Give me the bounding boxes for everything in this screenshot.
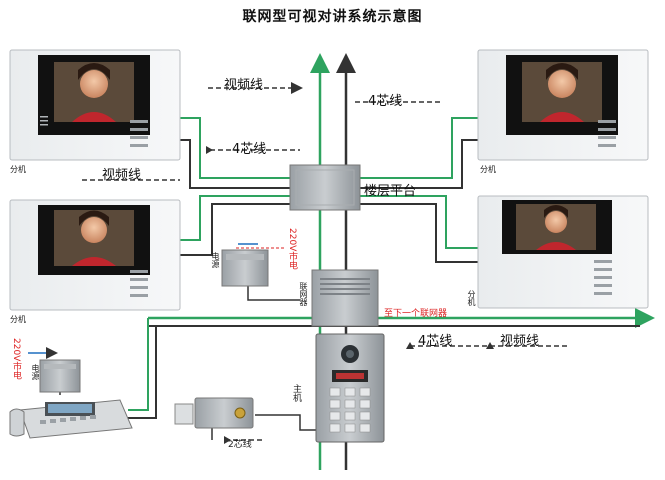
label-power-left: 电源 bbox=[31, 364, 40, 380]
power-supply-box bbox=[221, 249, 269, 287]
label-networker: 联网器 bbox=[299, 282, 308, 306]
floor-platform-box bbox=[289, 164, 361, 211]
wires-bottom-left bbox=[180, 195, 300, 256]
label-floor-platform: 楼层平台 bbox=[364, 184, 417, 199]
label-video-line-left: 视频线 bbox=[102, 168, 142, 183]
label-to-next-networker: 至下一个联网器 bbox=[384, 309, 448, 319]
label-extension-top-right: 分机 bbox=[480, 165, 496, 174]
wires-top-left bbox=[180, 117, 300, 189]
label-four-core-bus: 4芯线 bbox=[418, 334, 453, 349]
door-station bbox=[315, 333, 385, 443]
network-bus bbox=[128, 308, 655, 419]
label-extension-top-left: 分机 bbox=[10, 165, 26, 174]
lock-wiring bbox=[211, 414, 318, 440]
diagram-title: 联网型可视对讲系统示意图 bbox=[242, 9, 423, 25]
extension-top-left bbox=[9, 49, 181, 161]
networker-box bbox=[311, 269, 379, 327]
label-mains-upper: 220V市电 bbox=[287, 228, 297, 270]
label-four-core-top: 4芯线 bbox=[368, 94, 403, 109]
power-supply-box-left bbox=[39, 359, 81, 393]
dashed-arrows bbox=[82, 82, 570, 441]
management-console bbox=[9, 399, 133, 439]
label-extension-bottom-right: 分机 bbox=[467, 290, 476, 306]
label-video-line-top: 视频线 bbox=[224, 78, 264, 93]
extension-top-right bbox=[477, 49, 649, 161]
label-video-line-bus: 视频线 bbox=[500, 334, 540, 349]
wires-bottom-right bbox=[360, 195, 478, 263]
label-main-unit: 主机 bbox=[291, 384, 301, 402]
label-two-core-line: 2芯线 bbox=[228, 440, 252, 450]
label-power-upper: 电源 bbox=[211, 252, 220, 268]
arrow-heads-small bbox=[206, 146, 494, 444]
extension-bottom-right bbox=[477, 195, 649, 309]
label-extension-bottom-left: 分机 bbox=[10, 315, 26, 324]
wires-top-right bbox=[360, 117, 478, 189]
label-mains-left: 220V市电 bbox=[11, 338, 21, 380]
label-four-core-left: 4芯线 bbox=[232, 142, 267, 157]
extension-bottom-left bbox=[9, 199, 181, 311]
electric-lock bbox=[174, 397, 254, 429]
